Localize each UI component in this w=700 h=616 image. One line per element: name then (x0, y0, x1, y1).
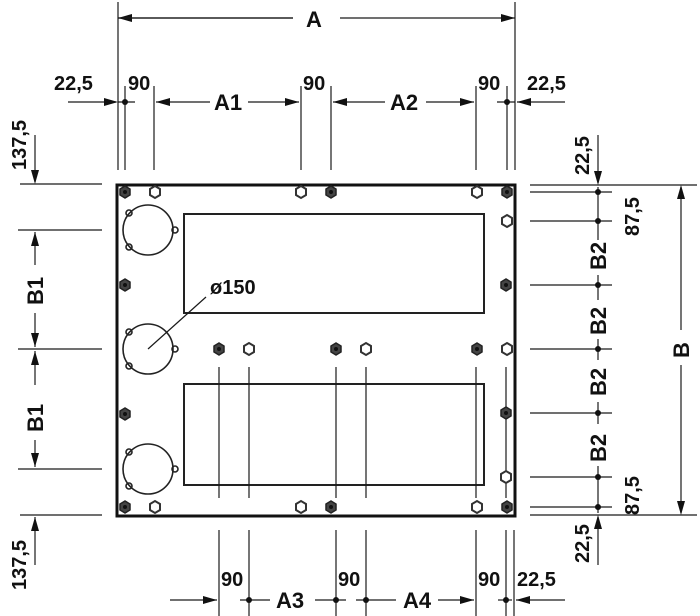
dim-label-right-top-offset: 22,5 (572, 136, 594, 175)
dim-label-bottom-right-offset: 22,5 (517, 569, 556, 591)
bottom-dimensions: 90 A3 90 A4 90 22,5 (170, 530, 565, 616)
diameter-label: ø150 (210, 277, 256, 299)
duct-circle-top (122, 204, 179, 256)
dim-label-bottom-90-3: 90 (478, 569, 500, 591)
dim-label-B1-top: B1 (23, 277, 48, 305)
dim-label-top-left-offset: 22,5 (54, 73, 93, 95)
dim-label-left-bottom-margin: 137,5 (9, 540, 31, 590)
dim-label-top-right-offset: 22,5 (527, 73, 566, 95)
dim-label-A4: A4 (403, 588, 432, 613)
mounting-plate: ø150 (115, 183, 517, 518)
dim-label-B2-4: B2 (586, 434, 611, 462)
lower-cutout (183, 383, 485, 486)
dim-label-A2: A2 (390, 90, 418, 115)
duct-circle-middle (122, 323, 179, 375)
dim-label-right-bottom-87: 87,5 (622, 476, 644, 515)
dim-label-A3: A3 (276, 588, 304, 613)
dim-label-A: A (306, 7, 322, 32)
dim-label-B1-bottom: B1 (23, 404, 48, 432)
dim-label-right-bottom-offset: 22,5 (572, 524, 594, 563)
dim-label-bottom-90-2: 90 (338, 569, 360, 591)
dim-label-right-top-87: 87,5 (622, 197, 644, 236)
left-dimensions: 137,5 B1 B1 137,5 (9, 120, 102, 590)
dim-label-A1: A1 (214, 90, 242, 115)
dim-label-B2-2: B2 (586, 307, 611, 335)
fastener-nuts (119, 185, 513, 514)
top-dimensions: A 22,5 90 A1 90 A2 90 22,5 (54, 2, 566, 170)
dim-label-top-90-1: 90 (128, 73, 150, 95)
dim-label-top-90-2: 90 (303, 73, 325, 95)
upper-cutout (183, 213, 485, 314)
right-dimensions: 22,5 87,5 B2 B2 B2 B2 87,5 22,5 B (530, 135, 697, 565)
dim-label-top-90-3: 90 (478, 73, 500, 95)
dim-label-left-top-margin: 137,5 (9, 120, 31, 170)
dim-label-B: B (669, 342, 694, 358)
dim-label-bottom-90-1: 90 (221, 569, 243, 591)
duct-circle-bottom (122, 443, 179, 495)
dim-label-B2-3: B2 (586, 368, 611, 396)
dim-label-B2-1: B2 (586, 242, 611, 270)
